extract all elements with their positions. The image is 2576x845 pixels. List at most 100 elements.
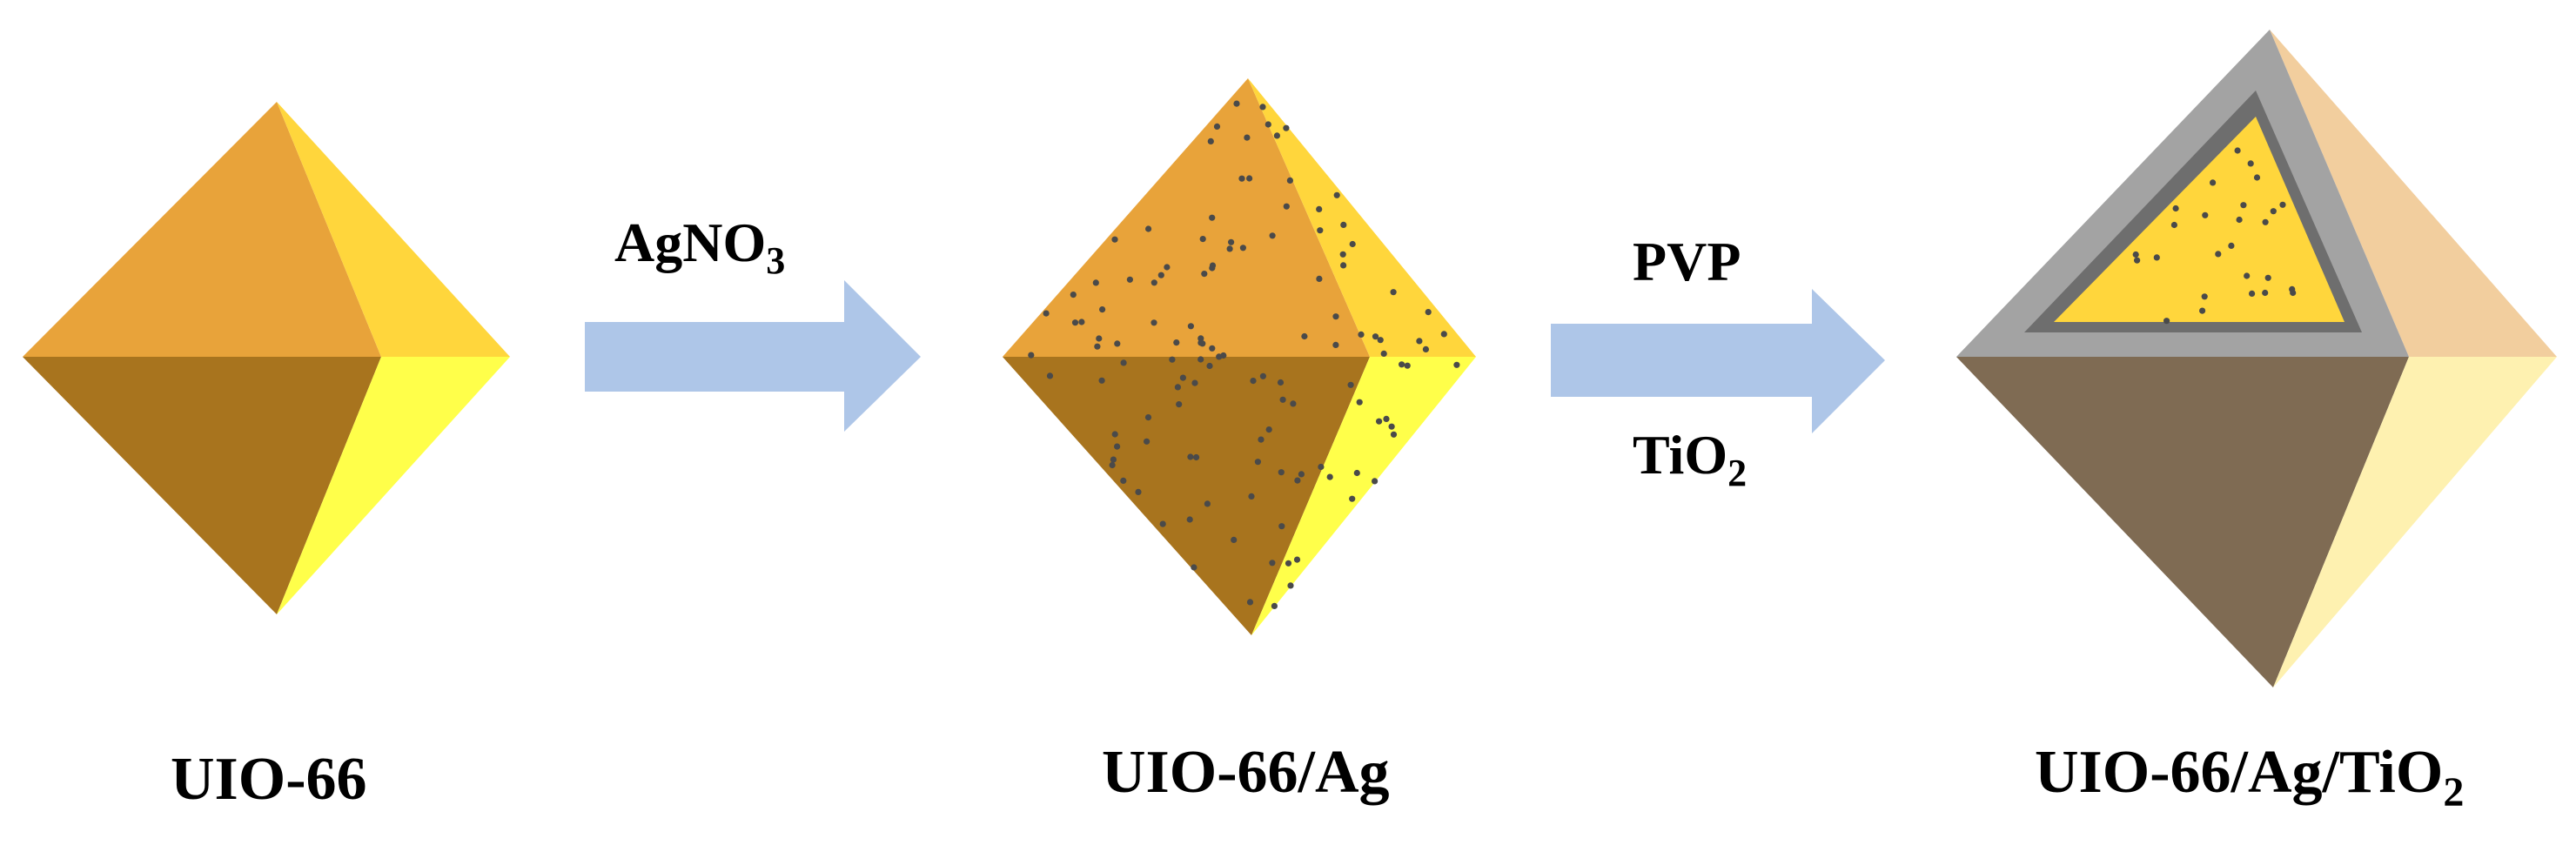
ag-nanoparticle — [1228, 238, 1235, 245]
exposed-ag-nanoparticles — [2132, 147, 2297, 325]
ag-nanoparticle — [1248, 493, 1255, 500]
ag-nanoparticle — [1176, 401, 1183, 408]
exposed-core-face — [2054, 117, 2345, 322]
ag-nanoparticle — [2163, 318, 2170, 325]
ag-nanoparticle — [1283, 124, 1290, 131]
ag-nanoparticle — [1372, 478, 1379, 485]
ag-nanoparticle — [1169, 356, 1176, 363]
ag-nanoparticle — [2172, 205, 2179, 212]
ag-nanoparticle — [1347, 381, 1354, 388]
arrow-1 — [585, 280, 921, 432]
ag-nanoparticle — [1332, 341, 1339, 348]
lower-left-face — [1956, 357, 2409, 687]
ag-nanoparticle — [2134, 257, 2141, 264]
ag-nanoparticle — [1207, 137, 1214, 144]
ag-nanoparticle — [1070, 292, 1077, 298]
ag-nanoparticle — [1114, 443, 1121, 450]
ag-nanoparticle — [1259, 372, 1266, 379]
ag-nanoparticle — [1246, 599, 1254, 606]
ag-nanoparticle — [1269, 232, 1276, 239]
ag-nanoparticle — [1316, 275, 1323, 282]
ag-nanoparticle — [1278, 523, 1285, 530]
reagent-tio2: TiO2 — [1633, 424, 1747, 494]
ag-nanoparticle — [1191, 379, 1198, 386]
uio66-ag-tio2-octahedron — [1956, 30, 2557, 687]
ag-nanoparticle — [1046, 372, 1054, 379]
ag-nanoparticle — [1340, 221, 1347, 228]
ag-nanoparticle — [1109, 461, 1116, 469]
ag-nanoparticle — [1239, 245, 1246, 251]
ag-nanoparticle — [1265, 121, 1271, 128]
ag-nanoparticle — [1144, 438, 1150, 445]
ag-nanoparticle — [1238, 175, 1245, 182]
ag-nanoparticle — [1353, 469, 1360, 477]
ag-nanoparticle — [1071, 319, 1079, 326]
ag-nanoparticle — [1259, 104, 1266, 111]
ag-nanoparticles — [1028, 100, 1460, 610]
ag-nanoparticle — [1187, 323, 1194, 330]
ag-nanoparticle — [1191, 564, 1197, 571]
ag-nanoparticle — [1126, 276, 1133, 283]
lower-right-face — [1251, 357, 1476, 635]
label-uio66-ag: UIO-66/Ag — [1102, 739, 1390, 806]
ag-nanoparticle — [1114, 340, 1121, 347]
ag-nanoparticle — [1285, 560, 1292, 567]
ag-nanoparticle — [1273, 132, 1280, 139]
arrow-2 — [1551, 289, 1885, 433]
ag-nanoparticle — [1186, 516, 1193, 523]
ag-nanoparticle — [2289, 285, 2296, 292]
ag-nanoparticle — [1174, 384, 1181, 391]
ag-nanoparticle — [2132, 251, 2139, 258]
ag-nanoparticle — [1157, 272, 1164, 278]
ag-nanoparticle — [1092, 279, 1099, 286]
ag-nanoparticle — [1332, 313, 1339, 320]
ag-nanoparticle — [1209, 214, 1216, 221]
ag-nanoparticle — [1380, 350, 1387, 357]
upper-left-face — [23, 102, 381, 357]
ag-nanoparticle — [1358, 331, 1365, 338]
ag-nanoparticle — [1111, 236, 1118, 243]
ag-nanoparticle — [1287, 582, 1294, 589]
ag-nanoparticle — [2249, 290, 2256, 297]
ag-nanoparticle — [1422, 345, 1429, 352]
ag-nanoparticle — [1388, 423, 1395, 430]
ag-nanoparticle — [1206, 362, 1213, 370]
ag-nanoparticle — [1269, 560, 1276, 567]
ag-nanoparticle — [1316, 205, 1323, 212]
ag-nanoparticle — [2244, 272, 2251, 279]
ag-nanoparticle — [2247, 160, 2254, 167]
ag-nanoparticle — [2202, 211, 2209, 218]
ag-nanoparticle — [1201, 271, 1208, 278]
ag-nanoparticle — [1278, 469, 1285, 476]
ag-nanoparticle — [1187, 453, 1194, 460]
ag-nanoparticle — [1213, 123, 1221, 130]
ag-nanoparticle — [2253, 174, 2261, 181]
ag-nanoparticle — [1159, 520, 1166, 527]
ag-nanoparticle — [1144, 414, 1152, 421]
ag-nanoparticle — [1110, 456, 1117, 463]
ag-nanoparticle — [1209, 345, 1216, 352]
upper-right-face — [277, 102, 510, 357]
ag-nanoparticle — [1244, 134, 1251, 141]
ag-nanoparticle — [1233, 100, 1240, 107]
lower-right-face — [2273, 357, 2557, 687]
ag-nanoparticle — [1135, 488, 1142, 496]
ag-nanoparticle — [1339, 251, 1346, 258]
ag-nanoparticle — [1078, 319, 1085, 325]
ag-nanoparticle — [1043, 310, 1050, 317]
ag-nanoparticle — [2270, 208, 2277, 215]
upper-right-face — [2270, 30, 2557, 357]
ag-nanoparticle — [1399, 361, 1405, 368]
upper-left-face — [1003, 78, 1370, 357]
ag-nanoparticle — [2228, 242, 2235, 249]
ag-nanoparticle — [1120, 477, 1127, 485]
ag-nanoparticle — [1164, 264, 1171, 271]
ag-nanoparticle — [1333, 191, 1340, 198]
ag-nanoparticle — [1318, 463, 1325, 471]
ag-nanoparticle — [2264, 274, 2271, 281]
ag-nanoparticle — [1390, 431, 1398, 438]
ag-nanoparticle — [1293, 556, 1301, 563]
ag-nanoparticle — [1150, 279, 1157, 286]
uio66-ag-octahedron — [1003, 78, 1476, 635]
